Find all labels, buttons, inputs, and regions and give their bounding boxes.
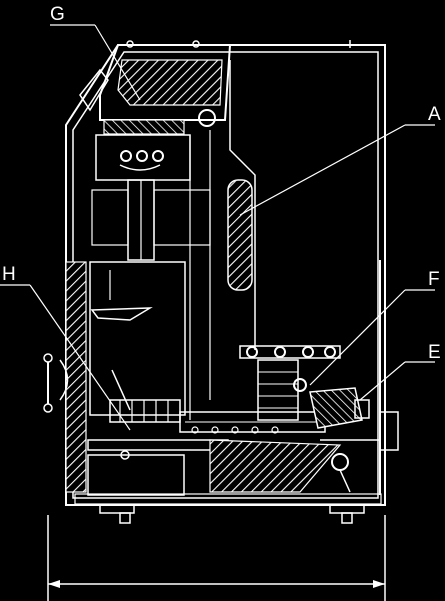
outer-housing [65, 44, 386, 506]
callout-a: A [428, 104, 441, 125]
fan-assembly-f [239, 345, 341, 421]
callout-h: H [2, 264, 16, 285]
side-panel-a [227, 179, 253, 291]
callout-e: E [428, 342, 441, 363]
callout-labels: G A H F E [2, 4, 441, 363]
burner-grate [109, 369, 181, 423]
width-dimension [47, 515, 386, 601]
exhaust-motor-e [309, 387, 399, 460]
callout-g: G [50, 4, 65, 25]
callout-f: F [428, 269, 440, 290]
heat-exchanger [91, 60, 256, 420]
leader-lines [0, 24, 435, 431]
door-handle [43, 353, 69, 413]
base-ash-tray [87, 439, 351, 496]
hopper-lid [99, 40, 351, 135]
stove-feet [99, 504, 365, 524]
pellet-hopper [89, 261, 186, 416]
left-insulation-wall [65, 68, 109, 493]
